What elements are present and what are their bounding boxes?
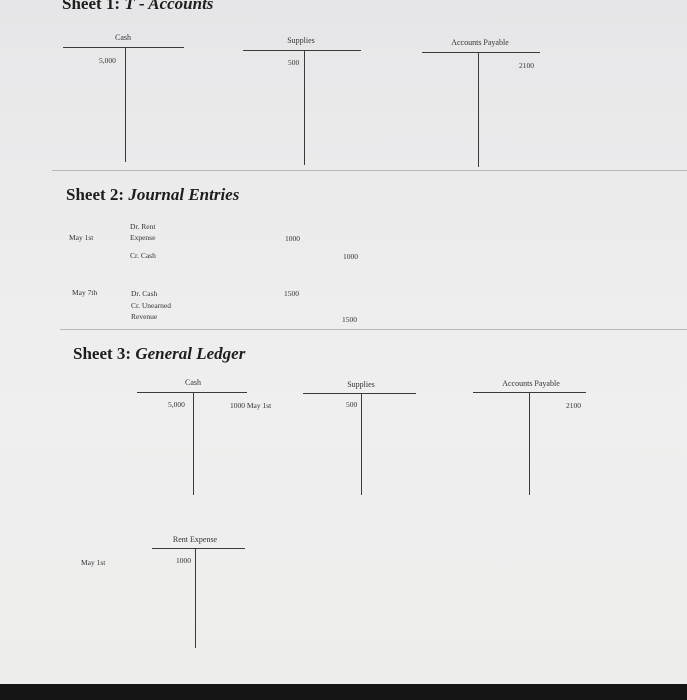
- journal-credit: 1500: [342, 315, 357, 324]
- t-account-credit: 2100: [519, 61, 534, 70]
- t-account-label: Rent Expense: [172, 535, 218, 544]
- t-account-label: Accounts Payable: [451, 38, 509, 47]
- t-account-stem: [478, 52, 479, 167]
- journal-credit: 1000: [343, 252, 358, 261]
- journal-debit: 1500: [284, 289, 299, 298]
- t-account-top-line: [243, 50, 361, 51]
- journal-account-line: Revenue: [131, 312, 158, 321]
- t-account-top-line: [63, 47, 184, 48]
- ledger-date: May 1st: [81, 558, 106, 567]
- journal-account-line: Dr. Rent: [130, 222, 156, 231]
- t-account-label: Supplies: [347, 380, 375, 389]
- journal-date: May 7th: [72, 288, 98, 297]
- t-account-stem: [193, 392, 194, 495]
- t-account-stem: [195, 548, 196, 648]
- section-divider: [52, 170, 687, 171]
- t-account-stem: [529, 392, 530, 495]
- bottom-bar: [0, 684, 687, 700]
- journal-account-line: Cr. Cash: [130, 251, 156, 260]
- t-account-top-line: [303, 393, 416, 394]
- journal-account-line: Expense: [130, 233, 156, 242]
- t-account-credit: 2100: [566, 401, 581, 410]
- t-account-debit: 500: [346, 400, 358, 409]
- t-account-label: Accounts Payable: [502, 379, 560, 388]
- t-account-label: Cash: [185, 378, 201, 387]
- worksheet-page: Sheet 1: T - Accounts Cash 5,000 Supplie…: [0, 0, 687, 684]
- sheet3-title: Sheet 3: General Ledger: [73, 344, 246, 363]
- t-account-top-line: [137, 392, 247, 393]
- t-account-debit: 5,000: [99, 56, 116, 65]
- t-account-debit: 1000: [176, 556, 191, 565]
- t-account-label: Cash: [115, 33, 131, 42]
- sheet1-title: Sheet 1: T - Accounts: [62, 0, 214, 13]
- t-account-stem: [304, 50, 305, 165]
- t-account-stem: [125, 47, 126, 162]
- t-account-debit: 500: [288, 58, 300, 67]
- t-account-label: Supplies: [287, 36, 315, 45]
- journal-account-line: Dr. Cash: [131, 289, 158, 298]
- journal-debit: 1000: [285, 234, 300, 243]
- t-account-top-line: [422, 52, 540, 53]
- t-account-credit: 1000 May 1st: [230, 401, 272, 410]
- sheet2-title: Sheet 2: Journal Entries: [66, 185, 240, 204]
- t-account-top-line: [152, 548, 245, 549]
- t-account-stem: [361, 393, 362, 495]
- t-account-debit: 5,000: [168, 400, 185, 409]
- section-divider: [60, 329, 687, 330]
- journal-date: May 1st: [69, 233, 94, 242]
- journal-account-line: Cr. Unearned: [131, 301, 171, 310]
